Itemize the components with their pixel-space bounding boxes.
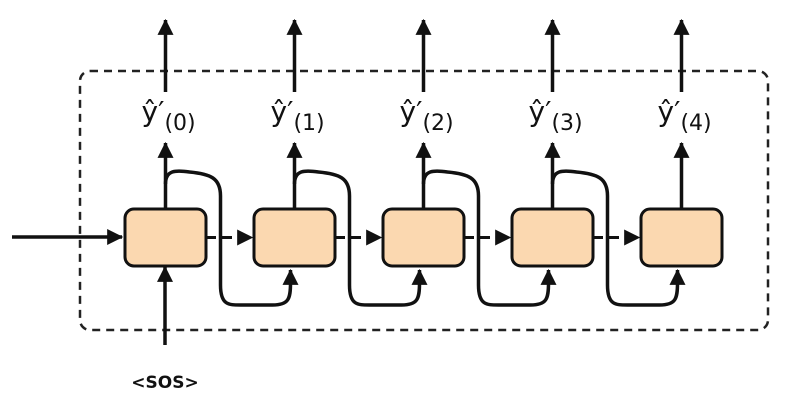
feedback-loop-2 (421, 169, 557, 307)
output-label-0: ŷ′(0) (142, 95, 196, 136)
rnn-cell-2 (381, 207, 466, 268)
rnn-cell-3 (510, 207, 595, 268)
unroll-boundary (78, 69, 770, 332)
feedback-loop-0 (163, 169, 299, 307)
rnn-cell-4 (639, 207, 724, 268)
output-label-4: ŷ′(4) (658, 95, 712, 136)
rnn-cell-1 (252, 207, 337, 268)
output-label-3: ŷ′(3) (529, 95, 583, 136)
sos-label: <SOS> (131, 373, 198, 393)
rnn-cell-0 (123, 207, 208, 268)
output-label-1: ŷ′(1) (271, 95, 325, 136)
output-label-2: ŷ′(2) (400, 95, 454, 136)
feedback-loop-3 (550, 169, 686, 307)
feedback-loop-1 (292, 169, 428, 307)
